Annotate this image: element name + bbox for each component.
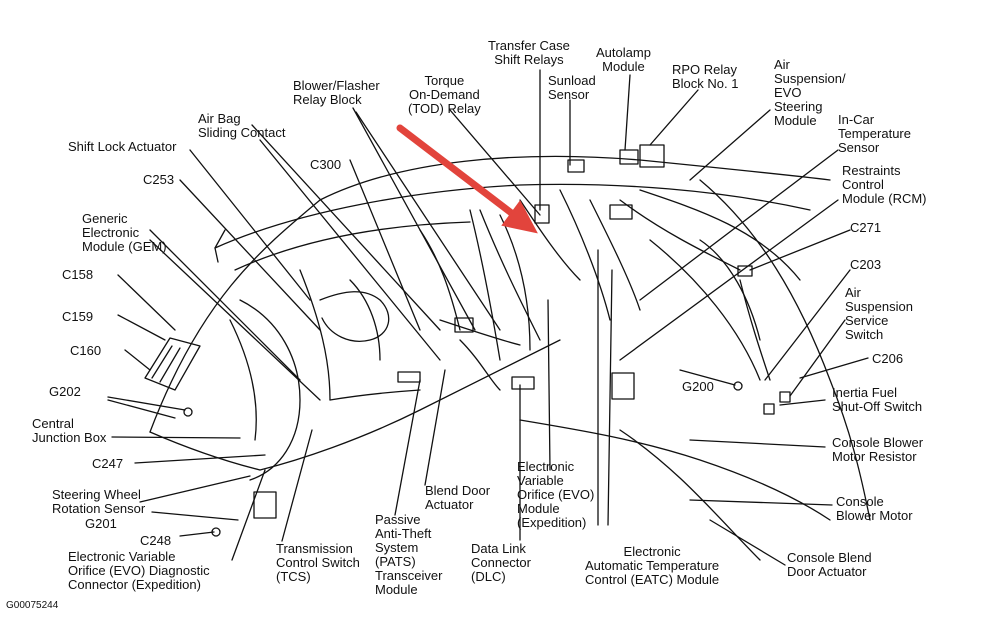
label-g202: G202: [49, 384, 81, 399]
label-console-blend-door: Console Blend Door Actuator: [787, 550, 872, 579]
figure-id: G00075244: [6, 600, 59, 611]
label-console-blower-motor: Console Blower Motor: [836, 494, 913, 523]
label-c300: C300: [310, 157, 342, 172]
label-g201: G201: [85, 516, 117, 531]
label-air-suspension-evo-module: Air Suspension/ EVO Steering Module: [774, 57, 846, 128]
label-inertia-switch: Inertia Fuel Shut-Off Switch: [832, 385, 923, 414]
label-shift-lock-actuator: Shift Lock Actuator: [68, 139, 177, 154]
label-pats-module: Passive Anti-Theft System (PATS) Transce…: [375, 512, 443, 597]
label-c271: C271: [850, 220, 882, 235]
label-blend-door-actuator: Blend Door Actuator: [425, 483, 491, 512]
label-g200: G200: [682, 379, 714, 394]
label-console-blower-resistor: Console Blower Motor Resistor: [832, 435, 924, 464]
label-evo-diagnostic-connector: Electronic Variable Orifice (EVO) Diagno…: [68, 549, 210, 592]
label-blower-flasher-relay: Blower/Flasher Relay Block: [293, 78, 380, 107]
label-restraints-control-module: Restraints Control Module (RCM): [842, 163, 927, 206]
label-eatc-module: Electronic Automatic Temperature Control…: [585, 544, 720, 587]
label-air-bag-contact: Air Bag Sliding Contact: [198, 111, 286, 140]
label-sunload-sensor: Sunload Sensor: [548, 73, 596, 102]
label-c158: C158: [62, 267, 94, 282]
label-autolamp-module: Autolamp Module: [596, 45, 651, 74]
label-c206: C206: [872, 351, 904, 366]
label-evo-module: Electronic Variable Orifice (EVO) Module…: [517, 459, 595, 530]
label-c160: C160: [70, 343, 102, 358]
label-tod-relay: Torque On-Demand (TOD) Relay: [408, 73, 481, 116]
label-air-suspension-switch: Air Suspension Service Switch: [845, 285, 913, 342]
label-c247: C247: [92, 456, 124, 471]
panel-outline: [149, 155, 831, 433]
label-central-junction-box: Central Junction Box: [32, 416, 107, 445]
label-tcs: Transmission Control Switch (TCS): [276, 541, 360, 584]
label-gem: Generic Electronic Module (GEM): [82, 211, 167, 254]
label-rpo-relay-block: RPO Relay Block No. 1: [672, 62, 739, 91]
label-c203: C203: [850, 257, 882, 272]
label-dlc: Data Link Connector (DLC): [471, 541, 531, 584]
highlight-arrow: [396, 124, 538, 234]
label-in-car-temp-sensor: In-Car Temperature Sensor: [838, 112, 911, 155]
label-steering-wheel-sensor: Steering Wheel Rotation Sensor: [52, 487, 146, 516]
label-c253: C253: [143, 172, 175, 187]
label-c159: C159: [62, 309, 94, 324]
label-c248: C248: [140, 533, 172, 548]
label-transfer-case-relays: Transfer Case Shift Relays: [488, 38, 570, 67]
